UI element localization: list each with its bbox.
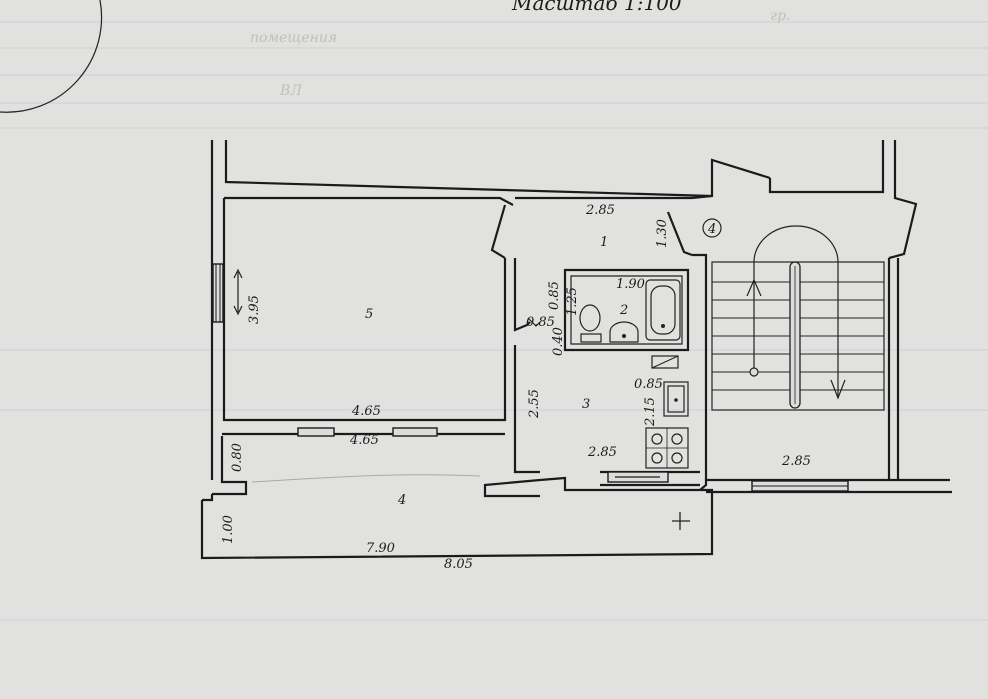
- walls: [200, 140, 952, 560]
- dim-bath-h2: 1.25: [565, 287, 580, 316]
- dim-loggia-w-inner: 4.65: [349, 433, 379, 448]
- staircase: [711, 225, 885, 411]
- svg-text:ВЛ: ВЛ: [279, 83, 302, 99]
- loggia-windows: [297, 427, 438, 437]
- dim-room5-h: 3.95: [247, 295, 262, 324]
- room-3-number: 3: [582, 397, 590, 412]
- stove-icon: [645, 427, 689, 469]
- dim-kitchen-h: 2.55: [527, 389, 542, 419]
- dim-r1-width: 2.85: [585, 203, 615, 218]
- stair-number-circle: [702, 218, 722, 238]
- vent-box: [651, 355, 679, 369]
- stair-number: 4: [707, 222, 716, 237]
- room-1-number: 1: [600, 235, 608, 250]
- toilet-icon: [579, 304, 602, 343]
- faint-text: помещения гр. ВЛ: [250, 8, 791, 99]
- room-2-number: 2: [619, 303, 628, 318]
- dim-bath-h1: 0.85: [547, 281, 562, 310]
- door-marker: [233, 268, 243, 316]
- bathtub-icon: [645, 279, 681, 341]
- dim-kitchen-counter-w: 0.85: [634, 377, 663, 392]
- dim-stair-w: 2.85: [781, 454, 811, 469]
- seal-arc: [0, 0, 103, 113]
- dim-room5-w: 4.65: [351, 404, 381, 419]
- dim-bath-small: 0.40: [551, 327, 566, 356]
- dim-loggia-small: 0.80: [230, 443, 245, 472]
- dim-r1-height: 1.30: [655, 219, 670, 248]
- dim-loggia-len2: 8.05: [444, 557, 473, 572]
- sink-icon: [609, 321, 639, 343]
- kitchen-sink-icon: [663, 381, 689, 417]
- svg-text:помещения: помещения: [250, 30, 337, 46]
- scale-title: Масштаб 1:100: [511, 0, 682, 15]
- svg-text:гр.: гр.: [770, 8, 791, 24]
- dim-loggia-h: 1.00: [221, 515, 236, 544]
- left-window: [212, 263, 224, 323]
- room-5-number: 5: [365, 307, 373, 322]
- dim-bath-width: 1.90: [616, 277, 645, 292]
- dim-kitchen-w: 2.85: [587, 445, 617, 460]
- dim-kitchen-counter-h: 2.15: [643, 397, 658, 427]
- room-4-number: 4: [397, 493, 406, 508]
- dim-loggia-len1: 7.90: [366, 541, 395, 556]
- dim-bath-door: 0.85: [526, 315, 555, 330]
